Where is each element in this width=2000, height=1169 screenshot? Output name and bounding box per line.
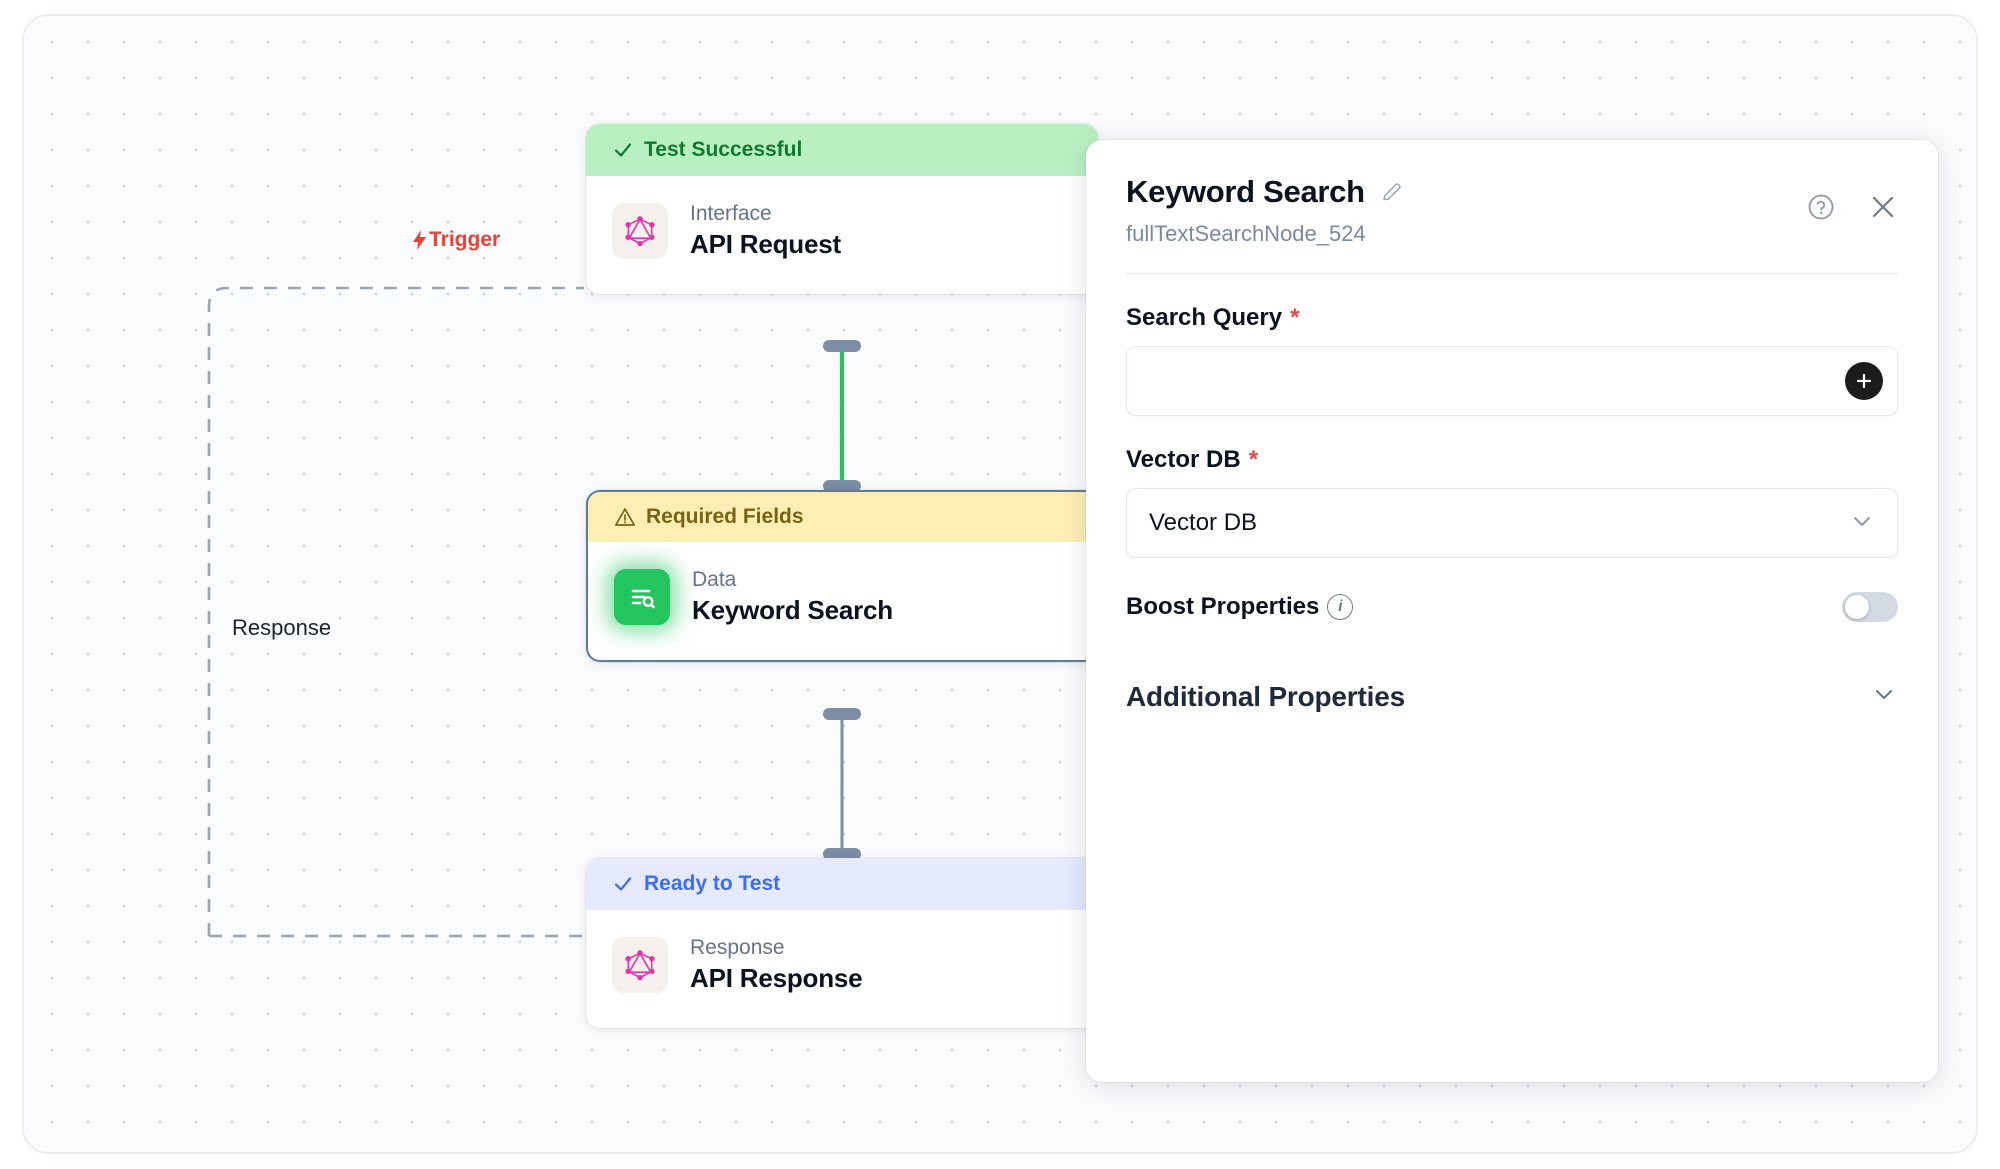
node-keyword-search-text: Data Keyword Search bbox=[692, 568, 893, 626]
edge-label-trigger-text: Trigger bbox=[429, 228, 501, 251]
node-kind-label: Interface bbox=[690, 202, 772, 225]
node-keyword-search-body: Data Keyword Search bbox=[586, 542, 1098, 662]
node-api-response-body: Response API Response bbox=[586, 910, 1098, 1028]
port-keyword-search-output[interactable] bbox=[823, 708, 861, 720]
plus-icon[interactable] bbox=[1845, 362, 1883, 400]
graphql-icon bbox=[612, 937, 668, 993]
node-status-ready-to-test: Ready to Test bbox=[586, 858, 1098, 910]
lightning-bolt-icon bbox=[413, 230, 426, 250]
edge-label-response: Response bbox=[224, 612, 340, 644]
node-title-label: Keyword Search bbox=[692, 595, 893, 625]
port-keyword-search-input[interactable] bbox=[823, 480, 861, 492]
graphql-icon bbox=[612, 203, 668, 259]
node-api-request-body: Interface API Request bbox=[586, 176, 1098, 294]
edge-label-trigger: Trigger bbox=[412, 228, 500, 252]
node-keyword-search[interactable]: Required Fields Data Keyword Search bbox=[586, 490, 1098, 662]
node-status-required-fields: Required Fields bbox=[586, 490, 1098, 542]
node-properties-panel: Keyword Search bbox=[1086, 140, 1938, 1082]
pencil-icon[interactable] bbox=[1379, 179, 1405, 205]
node-title-label: API Response bbox=[690, 963, 863, 993]
node-title-label: API Request bbox=[690, 229, 841, 259]
document-search-icon bbox=[614, 569, 670, 625]
port-api-response-input[interactable] bbox=[823, 848, 861, 860]
panel-divider bbox=[1126, 273, 1898, 274]
node-api-response-text: Response API Response bbox=[690, 936, 863, 994]
panel-header-actions bbox=[1806, 192, 1898, 222]
node-status-test-successful: Test Successful bbox=[586, 124, 1098, 176]
chevron-down-icon bbox=[1849, 508, 1875, 539]
help-circle-icon[interactable] bbox=[1806, 192, 1836, 222]
close-icon[interactable] bbox=[1868, 192, 1898, 222]
node-api-request-text: Interface API Request bbox=[690, 202, 841, 260]
vector-db-label: Vector DB * bbox=[1126, 446, 1898, 474]
vector-db-label-text: Vector DB bbox=[1126, 446, 1241, 473]
port-api-request-output[interactable] bbox=[823, 340, 861, 352]
field-vector-db: Vector DB * Vector DB bbox=[1126, 446, 1898, 558]
required-marker: * bbox=[1248, 446, 1259, 473]
vector-db-selected-value: Vector DB bbox=[1149, 509, 1258, 536]
field-search-query: Search Query * bbox=[1126, 304, 1898, 416]
node-api-response[interactable]: Ready to Test bbox=[586, 858, 1098, 1028]
additional-properties-label: Additional Properties bbox=[1126, 680, 1405, 712]
boost-properties-label-text: Boost Properties bbox=[1126, 593, 1320, 620]
vector-db-select[interactable]: Vector DB bbox=[1126, 488, 1898, 558]
required-marker: * bbox=[1290, 304, 1300, 331]
additional-properties-accordion[interactable]: Additional Properties bbox=[1126, 680, 1898, 713]
search-query-label: Search Query * bbox=[1126, 304, 1898, 332]
info-icon[interactable]: i bbox=[1327, 594, 1354, 620]
node-api-request[interactable]: Test Successful bbox=[586, 124, 1098, 294]
search-query-input[interactable] bbox=[1127, 347, 1897, 415]
panel-title-row: Keyword Search bbox=[1126, 174, 1898, 210]
node-kind-label: Response bbox=[690, 936, 785, 959]
node-kind-label: Data bbox=[692, 568, 737, 591]
toggle-knob bbox=[1845, 595, 1869, 619]
check-icon bbox=[612, 873, 634, 895]
warning-triangle-icon bbox=[614, 506, 636, 528]
check-icon bbox=[612, 139, 634, 161]
page-title: Keyword Search bbox=[1126, 174, 1365, 209]
node-status-label: Required Fields bbox=[646, 505, 804, 528]
field-boost-properties: Boost Properties i bbox=[1126, 592, 1898, 622]
search-query-input-wrap bbox=[1126, 346, 1898, 416]
panel-header: Keyword Search bbox=[1126, 140, 1898, 274]
node-status-label: Test Successful bbox=[644, 138, 803, 161]
workflow-canvas-frame: Trigger Response Test Successful bbox=[22, 14, 1978, 1154]
boost-properties-toggle[interactable] bbox=[1842, 592, 1898, 622]
panel-node-id: fullTextSearchNode_524 bbox=[1126, 221, 1366, 246]
node-status-label: Ready to Test bbox=[644, 872, 781, 895]
search-query-label-text: Search Query bbox=[1126, 304, 1283, 331]
chevron-down-icon bbox=[1870, 680, 1898, 713]
boost-properties-label: Boost Properties i bbox=[1126, 593, 1354, 621]
